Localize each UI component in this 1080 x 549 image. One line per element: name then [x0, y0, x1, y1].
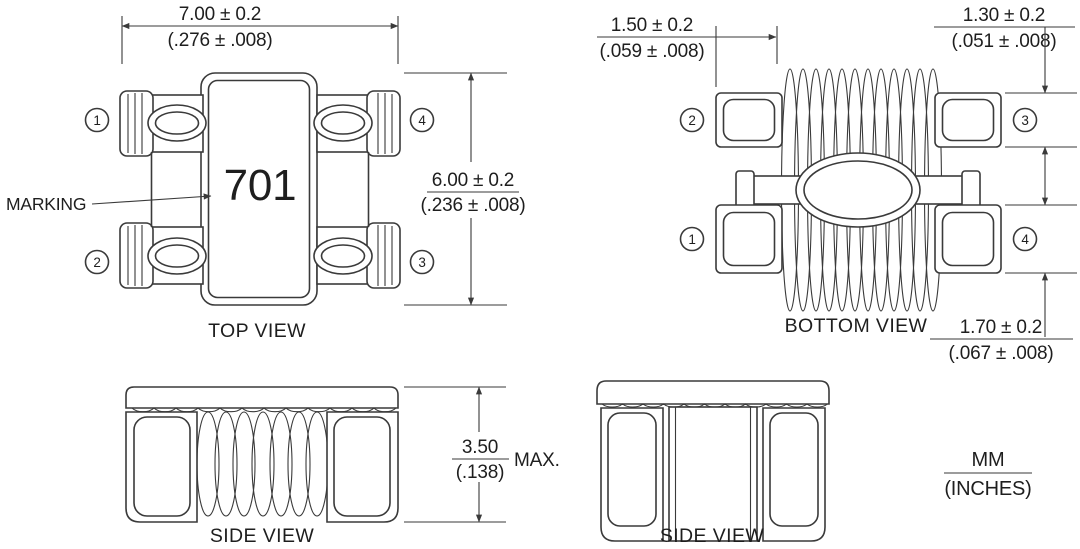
- pin-callout-bottom-left: 2: [84, 249, 110, 275]
- top-plate: [596, 380, 830, 405]
- body-outline: [200, 72, 318, 306]
- pin-number: 1: [688, 232, 695, 247]
- pin-circle: [409, 107, 435, 133]
- top-view: MARKING 701 1 4 2 3 7.00 ± 0.2 (.276 ± .…: [6, 4, 526, 342]
- terminal-block-left: [600, 407, 664, 542]
- pin-circle: [679, 107, 705, 133]
- dimension-mm: 6.00 ± 0.2: [432, 170, 514, 191]
- pad-top-left: [715, 92, 783, 148]
- pin-circle: [84, 107, 110, 133]
- terminal-bottom-left: [119, 222, 207, 289]
- view-label: SIDE VIEW: [660, 525, 765, 547]
- pin-callout-bottom-right: 3: [409, 249, 435, 275]
- pin-callout-top-left: 1: [84, 107, 110, 133]
- core-hub-outer: [795, 152, 921, 228]
- max-height-dimension: 3.50 (.138) MAX.: [404, 386, 560, 523]
- pin-circle: [1012, 107, 1038, 133]
- core-block: [668, 406, 758, 542]
- marking-leader-line: [91, 193, 212, 205]
- terminal-inner-line: [133, 416, 191, 517]
- pin-number: 3: [418, 255, 425, 270]
- top-plate: [125, 386, 399, 409]
- coil-turn: [305, 411, 329, 517]
- dimension-mm: 7.00 ± 0.2: [179, 4, 261, 25]
- dimension-mm: 3.50: [462, 437, 498, 458]
- pin-number: 2: [93, 255, 100, 270]
- dimension-qualifier: MAX.: [514, 450, 560, 471]
- side-view-right: SIDE VIEW: [596, 380, 830, 547]
- dimension-inch: (.236 ± .008): [421, 195, 526, 216]
- terminal-block-left: [125, 411, 198, 523]
- pin-callout-top-right: 3: [1012, 107, 1038, 133]
- bottom-view: 2 3 1 4 1.50 ± 0.2 (.059 ± .008) 1.30 ± …: [597, 5, 1077, 364]
- terminal-inner-line: [333, 416, 391, 517]
- terminal-top-right: [313, 90, 401, 157]
- side-tab-right: [961, 170, 981, 210]
- dimension-mm: 1.70 ± 0.2: [960, 317, 1042, 338]
- pin-callout-top-left: 2: [679, 107, 705, 133]
- pin-number: 1: [93, 113, 100, 128]
- coil-turn: [214, 411, 238, 517]
- coil-turn: [269, 411, 293, 517]
- pin-callout-bottom-left: 1: [679, 226, 705, 252]
- units-mm: MM: [972, 449, 1005, 471]
- terminal-top-left: [119, 90, 207, 157]
- plate-scallop-edge: [131, 407, 397, 413]
- pin-callout-bottom-right: 4: [1012, 226, 1038, 252]
- lead-spacing-dimension: 1.50 ± 0.2 (.059 ± .008): [597, 15, 778, 87]
- side-view-left: 3.50 (.138) MAX. SIDE VIEW: [125, 386, 560, 547]
- pin-circle: [409, 249, 435, 275]
- dimension-inch: (.276 ± .008): [168, 30, 273, 51]
- dimension-inch: (.067 ± .008): [949, 343, 1054, 364]
- pad-bottom-right: [934, 204, 1002, 274]
- body-inner-line: [207, 79, 311, 299]
- marking-label: MARKING: [6, 194, 86, 214]
- view-label: SIDE VIEW: [210, 525, 315, 547]
- dimension-inch: (.051 ± .008): [952, 31, 1057, 52]
- pin-number: 4: [1021, 232, 1029, 247]
- terminal-block-right: [762, 407, 826, 542]
- terminal-bottom-right: [313, 222, 401, 289]
- pad-height-dimensions: 1.30 ± 0.2 (.051 ± .008) 1.70 ± 0.2 (.06…: [930, 5, 1077, 364]
- pin-number: 4: [418, 113, 426, 128]
- terminal-block-right: [326, 411, 399, 523]
- dimension-inch: (.059 ± .008): [600, 41, 705, 62]
- pin-number: 2: [688, 113, 695, 128]
- pad-bottom-left: [715, 204, 783, 274]
- core-hub-inner: [803, 160, 913, 220]
- dimension-mm: 1.50 ± 0.2: [611, 15, 693, 36]
- width-dimension: 7.00 ± 0.2 (.276 ± .008): [121, 4, 399, 64]
- view-label: BOTTOM VIEW: [785, 315, 928, 337]
- units-note: MM (INCHES): [944, 449, 1032, 500]
- coil-turn: [232, 411, 256, 517]
- coil-winding: [196, 411, 329, 517]
- units-inches: (INCHES): [944, 478, 1031, 500]
- pad-top-right: [934, 92, 1002, 148]
- dimension-mm: 1.30 ± 0.2: [963, 5, 1045, 26]
- coil-turn: [251, 411, 275, 517]
- coil-turn: [196, 411, 220, 517]
- marking-value: 701: [224, 161, 297, 210]
- pin-callout-top-right: 4: [409, 107, 435, 133]
- terminal-inner-line: [769, 412, 819, 527]
- side-tab-left: [735, 170, 755, 210]
- dimension-inch: (.138): [456, 462, 504, 483]
- pin-circle: [1012, 226, 1038, 252]
- view-label: TOP VIEW: [208, 320, 306, 342]
- pin-circle: [84, 249, 110, 275]
- terminal-inner-line: [607, 412, 657, 527]
- pin-number: 3: [1021, 113, 1028, 128]
- height-dimension: 6.00 ± 0.2 (.236 ± .008): [404, 72, 526, 306]
- pin-circle: [679, 226, 705, 252]
- coil-turn: [287, 411, 311, 517]
